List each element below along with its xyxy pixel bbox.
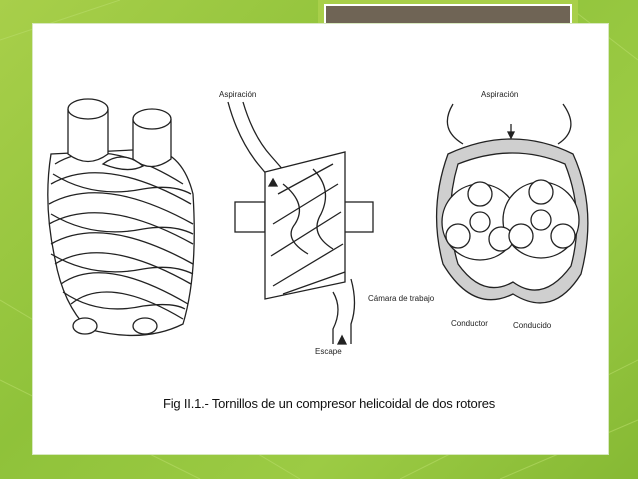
label-conducido: Conducido	[513, 321, 552, 330]
label-escape: Escape	[315, 347, 342, 356]
label-aspiracion-mid: Aspiración	[219, 90, 257, 99]
rotor-side-view	[227, 101, 374, 345]
rotor-3d-drawing	[47, 98, 195, 337]
rotor-cross-section	[435, 103, 589, 304]
figure-caption: Fig II.1.- Tornillos de un compresor hel…	[163, 396, 496, 411]
slide-content: Aspiración Aspiración Escape Cámara de t…	[32, 23, 609, 455]
label-conductor: Conductor	[451, 319, 488, 328]
label-camara: Cámara de trabajo	[368, 294, 435, 303]
compressor-figure	[47, 98, 589, 345]
label-aspiracion-right: Aspiración	[481, 90, 519, 99]
